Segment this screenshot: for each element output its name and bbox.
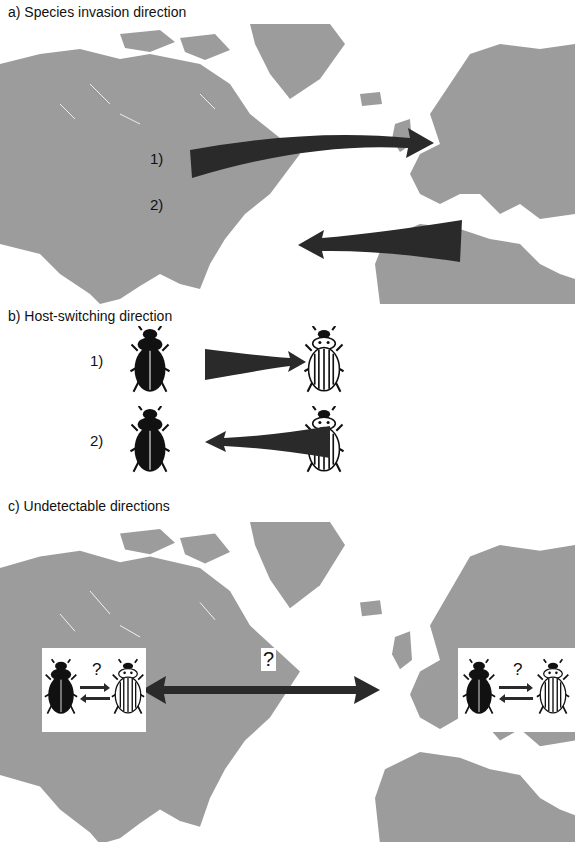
double-arrow: [142, 676, 380, 704]
host-switch-arrow: [205, 349, 306, 380]
panel-heading: b) Host-switching direction: [6, 308, 174, 324]
black-beetle: [130, 326, 169, 392]
striped-beetle: [112, 659, 144, 713]
black-beetle: [463, 659, 495, 713]
panel-heading: c) Undetectable directions: [6, 498, 172, 514]
callout-number: 2): [148, 196, 165, 213]
black-beetle: [45, 659, 77, 713]
striped-beetle: [304, 326, 343, 392]
panel-heading: a) Species invasion direction: [6, 4, 188, 20]
beetle-inset: [42, 648, 146, 732]
beetle-inset: [458, 648, 575, 732]
question-mark: ?: [511, 660, 524, 680]
invasion-arrow: [190, 128, 434, 178]
small-arrows: [80, 683, 110, 703]
question-mark: ?: [261, 648, 276, 671]
callout-number: 1): [148, 150, 165, 167]
callout-number: 1): [88, 352, 105, 369]
world-map: [0, 522, 575, 842]
host-switch-arrow: [205, 426, 330, 458]
world-map: [0, 24, 575, 304]
black-beetle: [130, 406, 169, 472]
callout-number: 2): [88, 432, 105, 449]
question-mark: ?: [90, 660, 103, 680]
striped-beetle: [537, 659, 569, 713]
small-arrows: [499, 683, 533, 703]
invasion-arrow: [298, 220, 462, 262]
